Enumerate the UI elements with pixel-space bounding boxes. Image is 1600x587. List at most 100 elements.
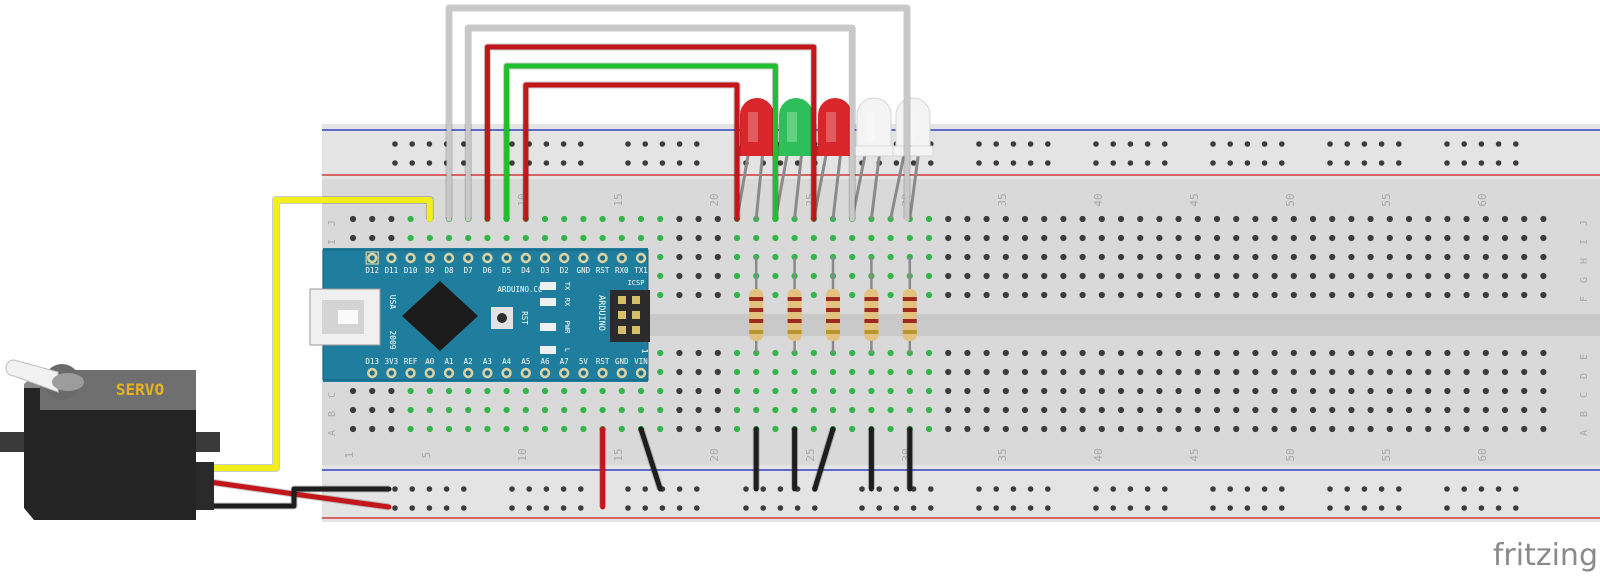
breadboard-hole [714,272,721,280]
breadboard-hole [1213,215,1221,223]
rail-hole [625,141,631,147]
breadboard-hole [695,349,702,357]
rail-hole [1244,486,1251,492]
arduino-pin-hole [580,370,587,376]
resistor-band [902,308,917,312]
breadboard-hole [1060,425,1067,433]
servo-body [24,388,196,520]
bottom-pin-label: A2 [464,357,473,366]
breadboard-hole [964,234,971,242]
breadboard-hole [388,234,395,242]
breadboard-hole [1540,215,1547,223]
reset-label: RST [520,311,529,325]
arduino-pin-hole [619,370,625,376]
breadboard-hole [868,234,875,242]
breadboard-hole [1367,387,1374,395]
breadboard-hole [618,406,625,414]
breadboard-hole [1444,425,1451,433]
breadboard-hole [1309,387,1317,395]
top-pin-label: D11 [385,266,399,275]
breadboard-hole [1175,234,1182,242]
breadboard-hole [1405,349,1413,357]
rail-hole [1093,160,1099,166]
usb-tongue [338,310,358,324]
breadboard-hole [1271,425,1278,433]
breadboard-hole [1252,349,1259,357]
breadboard-hole [1482,406,1489,414]
breadboard-hole [1463,291,1470,299]
breadboard-hole [465,425,472,433]
led-leg [793,149,804,220]
rail-hole [976,160,982,166]
rail-hole [1461,141,1467,147]
breadboard-hole [1425,215,1432,223]
breadboard-hole [925,368,933,376]
breadboard-hole [1137,253,1144,261]
breadboard-hole [810,234,817,242]
breadboard-hole [522,387,529,395]
breadboard-hole [1079,406,1086,414]
breadboard-hole [1463,349,1470,357]
white-wire [465,25,855,222]
top-pin-label: D7 [464,266,473,275]
breadboard-hole [733,234,741,242]
breadboard-hole [1002,291,1009,299]
servo-motor: SERVO [0,359,220,520]
breadboard-hole [1079,387,1086,395]
top-pin-label: RX0 [615,266,629,275]
breadboard-hole [1367,272,1374,280]
breadboard-hole [1252,234,1259,242]
breadboard-hole [599,234,606,242]
breadboard-hole [1521,368,1528,376]
rail-hole [1361,160,1368,166]
rail-hole [1261,505,1268,511]
breadboard-hole [1329,215,1336,223]
breadboard-hole [1060,349,1067,357]
breadboard-hole [1117,349,1125,357]
rail-hole [794,505,801,511]
rail-hole [1027,486,1034,492]
breadboard-hole [1175,349,1182,357]
rail-hole [1344,160,1350,166]
breadboard-hole [1117,253,1125,261]
breadboard-hole [1194,215,1201,223]
arduino-pin-hole [427,255,433,261]
row-letter: E [1579,354,1590,360]
breadboard-hole [945,368,952,376]
breadboard-hole [1405,253,1413,261]
resistor-band [826,308,840,312]
breadboard-hole [657,406,664,414]
rail-hole [1495,160,1502,166]
rail-hole [1478,505,1485,511]
breadboard-hole [657,234,664,242]
rail-hole [1478,141,1485,147]
breadboard-hole [1348,291,1355,299]
breadboard-hole [810,349,817,357]
breadboard-hole [676,349,683,357]
breadboard-hole [1444,368,1451,376]
breadboard-hole [983,425,990,433]
black-jumper [638,426,663,492]
breadboard-hole [503,387,510,395]
breadboard-hole [1482,272,1489,280]
top-power-rail [322,124,1600,179]
year-label: 2009 [388,330,397,349]
breadboard-hole [1194,406,1201,414]
red-wire [523,82,740,222]
rail-hole [1110,486,1116,492]
rail-hole [560,160,567,166]
breadboard-hole [925,253,933,261]
rail-hole [1261,486,1268,492]
breadboard-hole [714,368,721,376]
breadboard-hole [1425,349,1432,357]
breadboard-hole [829,368,837,376]
breadboard-hole [1290,272,1297,280]
breadboard-hole [964,291,971,299]
column-number: 10 [516,448,529,461]
rail-hole [1227,505,1233,511]
breadboard-hole [1367,349,1374,357]
led-highlight [748,112,758,142]
breadboard-hole [1021,253,1029,261]
breadboard-hole [772,368,779,376]
